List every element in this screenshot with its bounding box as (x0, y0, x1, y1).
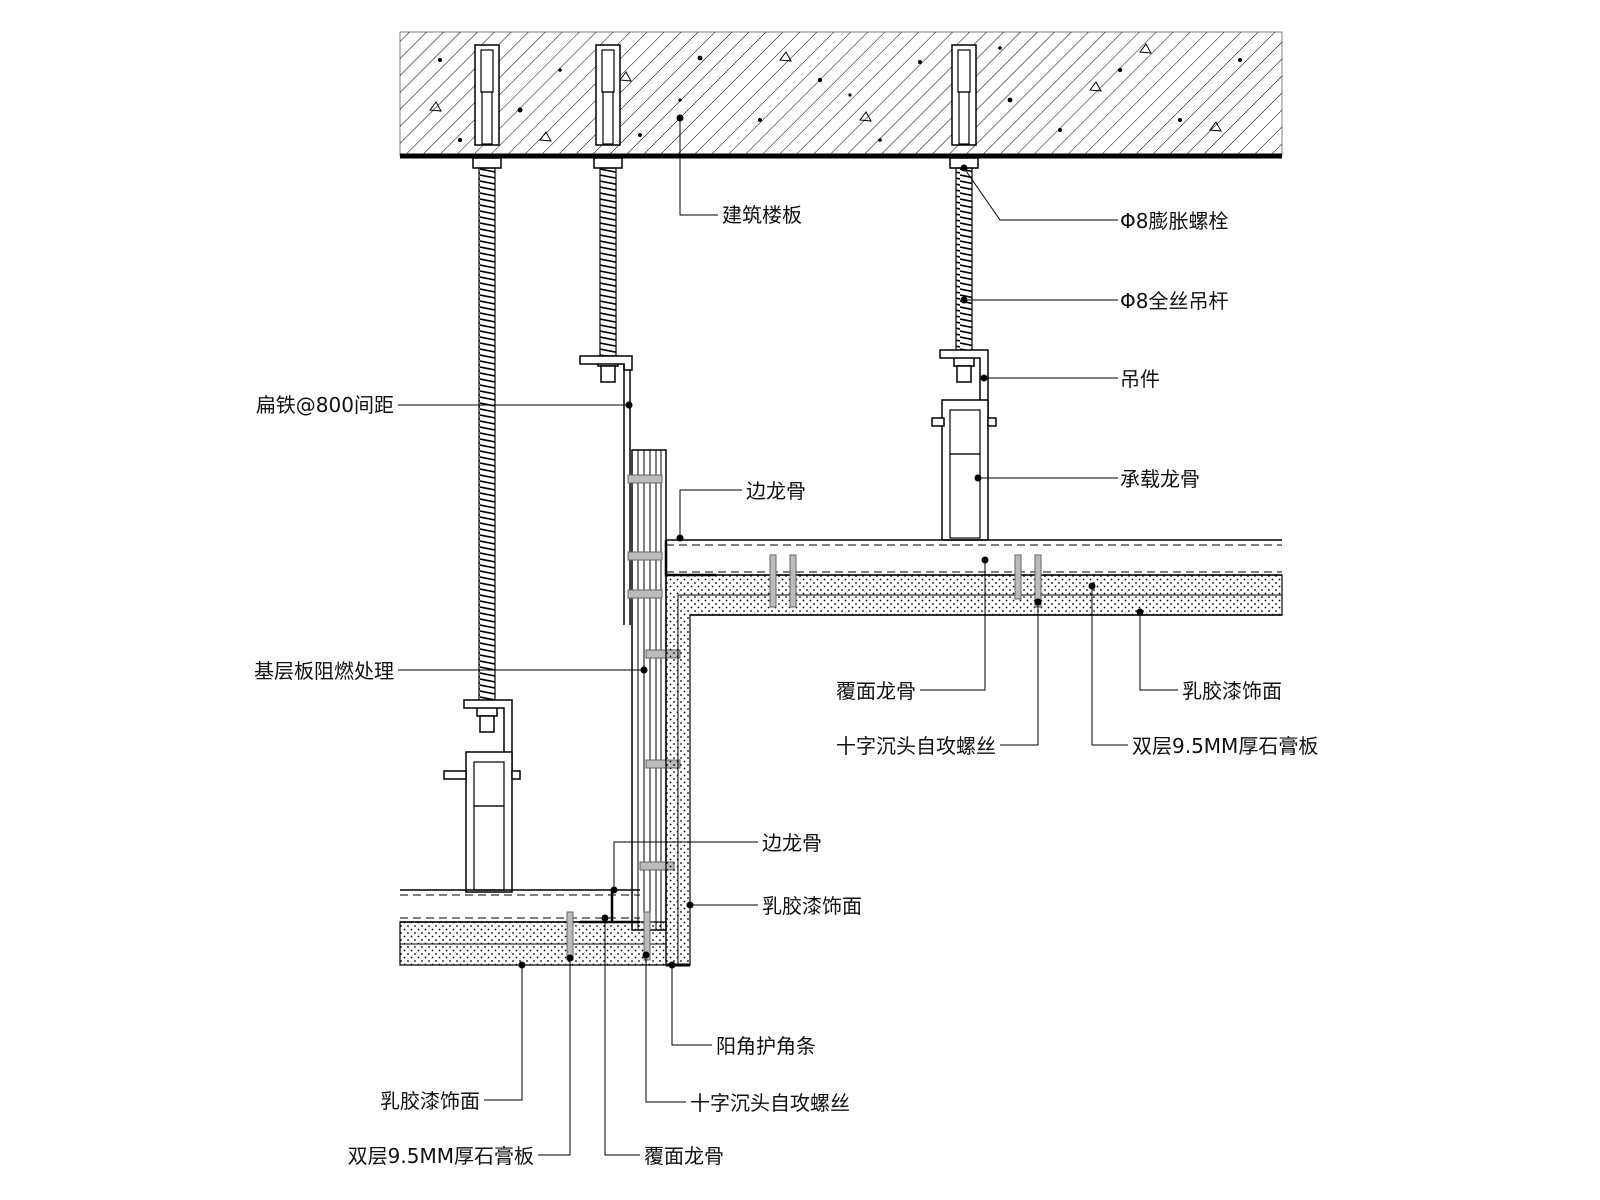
label-edge-keel-top: 边龙骨 (746, 479, 806, 503)
leader-lines (398, 114, 1178, 1156)
label-cover-keel-bottom: 覆面龙骨 (644, 1144, 724, 1168)
lower-ceiling (399, 889, 690, 967)
floor-slab (399, 31, 1283, 159)
flat-iron-bracket (579, 355, 633, 625)
label-edge-keel-bottom: 边龙骨 (762, 831, 822, 855)
label-latex-paint-mid: 乳胶漆饰面 (762, 894, 862, 918)
label-cover-keel-right: 覆面龙骨 (836, 679, 916, 703)
threaded-rods (478, 167, 973, 707)
annotation-labels: 建筑楼板 Φ8膨胀螺栓 Φ8全丝吊杆 吊件 扁铁@800间距 承载龙骨 边龙骨 … (254, 203, 1318, 1168)
expansion-bolts (472, 44, 979, 169)
base-board-vertical (627, 449, 681, 931)
label-screw-right: 十字沉头自攻螺丝 (836, 734, 996, 758)
label-screw-bottom: 十字沉头自攻螺丝 (690, 1091, 850, 1115)
label-flat-iron: 扁铁@800间距 (256, 393, 394, 417)
label-gypsum-left: 双层9.5MM厚石膏板 (348, 1144, 534, 1168)
label-hanger: 吊件 (1120, 367, 1160, 391)
label-expansion-bolt: Φ8膨胀螺栓 (1120, 209, 1228, 233)
upper-ceiling (664, 539, 1283, 966)
label-floor-slab: 建筑楼板 (722, 203, 802, 227)
hanger-left (443, 699, 521, 893)
label-latex-paint-right: 乳胶漆饰面 (1182, 679, 1282, 703)
label-corner-guard: 阳角护角条 (716, 1034, 816, 1058)
label-base-board: 基层板阻燃处理 (254, 659, 394, 683)
label-latex-paint-left: 乳胶漆饰面 (380, 1089, 480, 1113)
label-gypsum-right: 双层9.5MM厚石膏板 (1132, 734, 1318, 758)
label-main-keel: 承载龙骨 (1120, 467, 1200, 491)
label-threaded-rod: Φ8全丝吊杆 (1120, 289, 1228, 313)
hanger-right (931, 349, 997, 541)
